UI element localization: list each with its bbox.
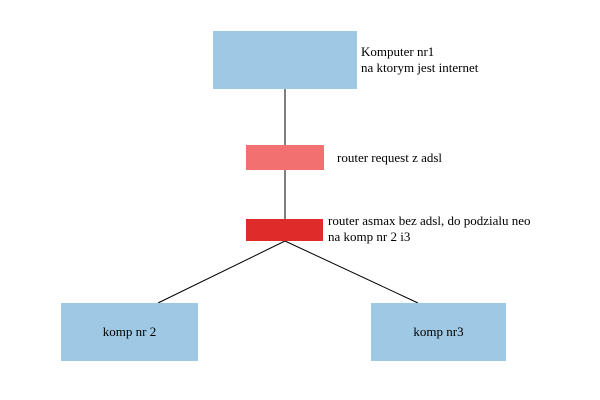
komp2-label: komp nr 2 xyxy=(102,324,157,339)
computer1-label-line2: na ktorym jest internet xyxy=(361,60,479,75)
computer1-label: Komputer nr1 na ktorym jest internet xyxy=(361,44,478,76)
computer1-box xyxy=(213,31,357,89)
router-asmax-label-line2: na komp nr 2 i3 xyxy=(328,229,411,244)
link-router-asmax-komp3 xyxy=(284,240,419,304)
router-asmax-label: router asmax bez adsl, do podzialu neo n… xyxy=(328,213,531,245)
komp3-box: komp nr3 xyxy=(371,303,506,361)
komp2-box: komp nr 2 xyxy=(61,303,198,361)
router-request-box xyxy=(246,145,324,170)
komp3-label: komp nr3 xyxy=(413,324,464,339)
router-request-label: router request z adsl xyxy=(337,150,443,165)
router-asmax-box xyxy=(246,219,323,241)
link-router-asmax-komp2 xyxy=(157,240,286,304)
computer1-label-line1: Komputer nr1 xyxy=(361,44,435,59)
router-asmax-label-line1: router asmax bez adsl, do podzialu neo xyxy=(328,213,531,228)
